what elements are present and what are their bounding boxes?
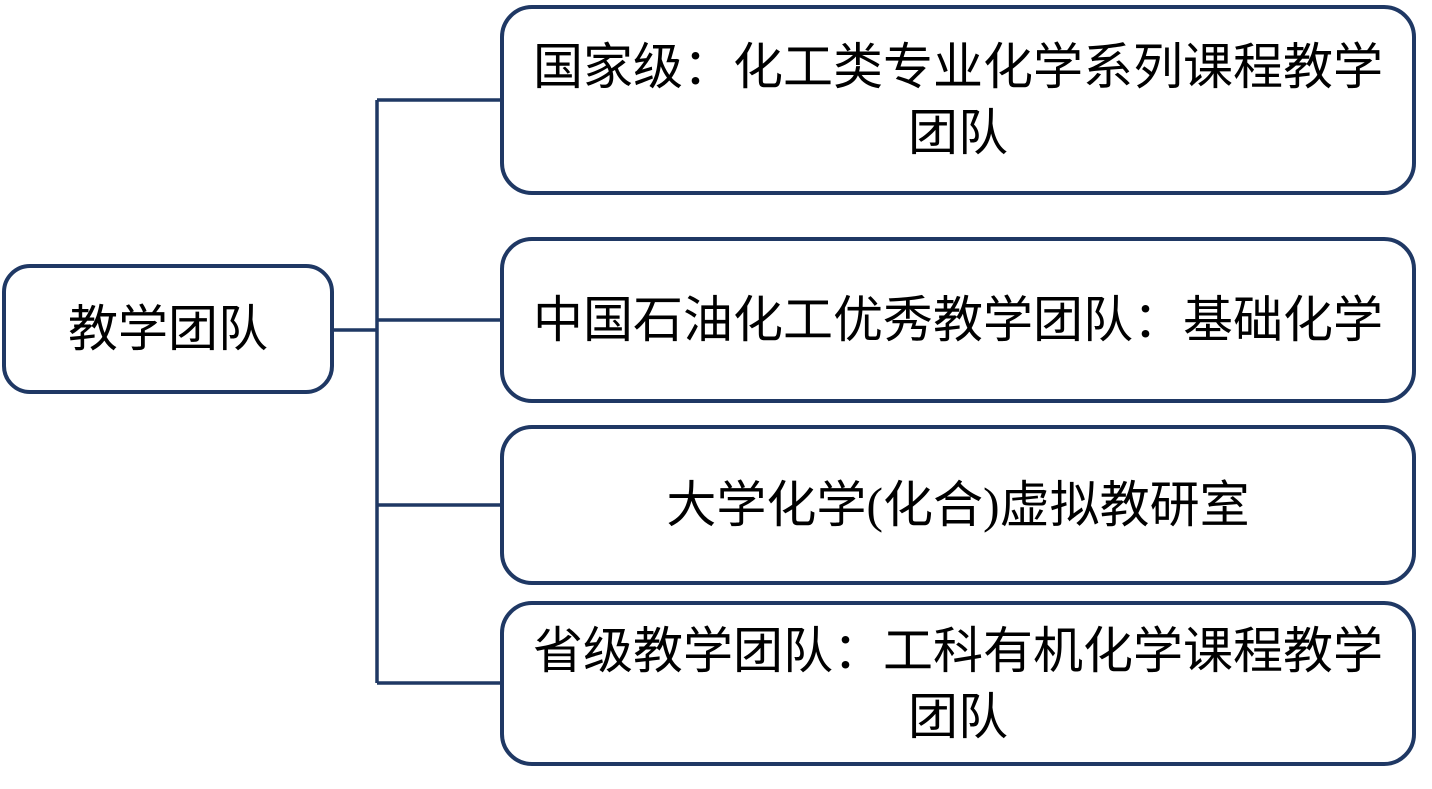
- child-node-provincial-team: 省级教学团队：工科有机化学课程教学团队: [500, 601, 1416, 766]
- child-node-label: 大学化学(化合)虚拟教研室: [666, 477, 1250, 533]
- child-node-national-team: 国家级：化工类专业化学系列课程教学团队: [500, 5, 1416, 195]
- child-node-label: 中国石油化工优秀教学团队：基础化学: [533, 292, 1383, 348]
- child-node-label: 省级教学团队：工科有机化学课程教学团队: [533, 622, 1383, 745]
- root-node-teaching-team: 教学团队: [2, 264, 334, 394]
- child-node-sinopec-team: 中国石油化工优秀教学团队：基础化学: [500, 237, 1416, 403]
- root-node-label: 教学团队: [68, 301, 268, 357]
- child-node-label: 国家级：化工类专业化学系列课程教学团队: [533, 39, 1383, 161]
- child-node-virtual-teaching-office: 大学化学(化合)虚拟教研室: [500, 425, 1416, 585]
